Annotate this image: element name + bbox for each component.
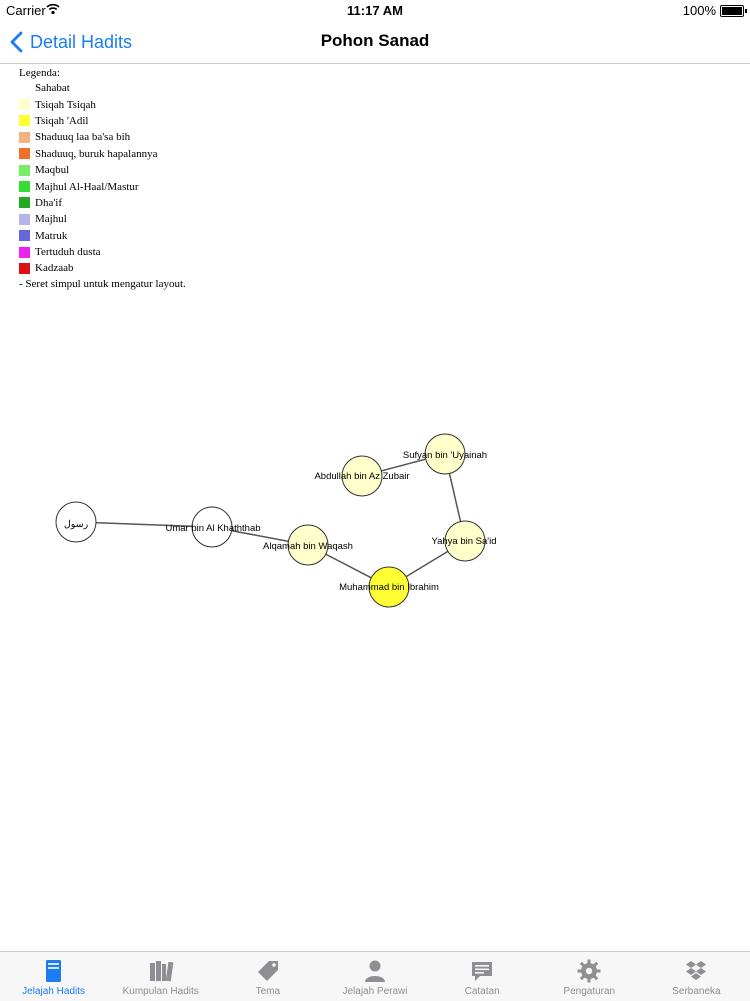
legend-label: Majhul xyxy=(35,213,67,226)
tab-label: Kumpulan Hadits xyxy=(122,986,199,997)
graph-node-label: Muhammad bin Ibrahim xyxy=(339,582,439,593)
legend-swatch xyxy=(19,262,30,274)
legend-item: Dha'if xyxy=(19,195,186,211)
legend-item: Sahabat xyxy=(19,80,186,96)
legend-label: Tsiqah 'Adil xyxy=(35,114,89,127)
legend-label: Shaduuq laa ba'sa bih xyxy=(35,131,131,144)
tab-jelajah-hadits[interactable]: Jelajah Hadits xyxy=(0,952,107,1001)
tab-jelajah-perawi[interactable]: Jelajah Perawi xyxy=(321,952,428,1001)
legend-swatch xyxy=(19,246,30,258)
graph-node-circle[interactable] xyxy=(341,455,383,497)
carrier-label: Carrier xyxy=(6,3,46,18)
legend-swatch xyxy=(19,82,30,94)
tab-label: Jelajah Perawi xyxy=(342,986,408,997)
graph-node[interactable]: Alqamah bin Waqash xyxy=(263,524,353,566)
legend-swatch xyxy=(19,131,30,143)
graph-edge xyxy=(75,521,213,528)
books-icon xyxy=(148,958,174,984)
tab-bar: Jelajah Hadits Kumpulan Hadits Tema Jelajah… xyxy=(0,951,750,1001)
legend-label: Shaduuq, buruk hapalannya xyxy=(35,147,158,160)
clock: 11:17 AM xyxy=(347,3,403,18)
back-button-label: Detail Hadits xyxy=(30,31,133,52)
graph-node-label: Yahya bin Sa'id xyxy=(431,536,496,547)
graph-node-circle[interactable] xyxy=(444,520,486,562)
legend-item: Majhul xyxy=(19,211,186,227)
legend-item: Matruk xyxy=(19,228,186,244)
legend-label: Maqbul xyxy=(35,164,70,177)
legend-label: Kadzaab xyxy=(35,262,74,275)
legend-note: - Seret simpul untuk mengatur layout. xyxy=(19,277,186,290)
graph-node[interactable]: Yahya bin Sa'id xyxy=(431,520,497,562)
person-icon xyxy=(364,958,386,984)
legend-label: Dha'if xyxy=(35,196,63,209)
legend-item: Majhul Al-Haal/Mastur xyxy=(19,178,186,194)
legend-item: Tertuduh dusta xyxy=(19,244,186,260)
legend-label: Majhul Al-Haal/Mastur xyxy=(35,180,139,193)
legend-swatch xyxy=(19,197,30,209)
tab-label: Jelajah Hadits xyxy=(22,986,85,997)
legend-swatch xyxy=(19,115,30,127)
tab-label: Serbaneka xyxy=(672,986,721,997)
tab-catatan[interactable]: Catatan xyxy=(429,952,536,1001)
legend-label: Tsiqah Tsiqah xyxy=(35,98,96,111)
legend-label: Tertuduh dusta xyxy=(35,246,101,259)
legend-item: Shaduuq laa ba'sa bih xyxy=(19,129,186,145)
graph-node-circle[interactable] xyxy=(55,501,97,543)
graph-node[interactable]: Muhammad bin Ibrahim xyxy=(339,566,439,608)
wifi-icon xyxy=(46,3,60,18)
legend-item: Kadzaab xyxy=(19,260,186,276)
legend-swatch xyxy=(19,164,30,176)
book-icon xyxy=(43,958,65,984)
battery-percent: 100% xyxy=(682,3,716,18)
legend-swatch xyxy=(19,99,30,111)
graph-node-label: Alqamah bin Waqash xyxy=(263,541,353,552)
legend-label: Sahabat xyxy=(35,82,70,95)
legend-label: Matruk xyxy=(35,229,68,242)
tab-label: Catatan xyxy=(464,986,500,997)
graph-node[interactable]: Sufyan bin 'Uyainah xyxy=(403,433,487,475)
tab-kumpulan-hadits[interactable]: Kumpulan Hadits xyxy=(107,952,214,1001)
back-button[interactable]: Detail Hadits xyxy=(10,29,132,55)
legend-swatch xyxy=(19,213,30,225)
chevron-left-icon xyxy=(10,29,30,55)
tab-serbaneka[interactable]: Serbaneka xyxy=(643,952,750,1001)
dropbox-icon xyxy=(684,958,708,984)
legend-swatch xyxy=(19,230,30,242)
tab-label: Pengaturan xyxy=(563,986,616,997)
note-icon xyxy=(470,958,494,984)
graph-node-circle[interactable] xyxy=(368,566,410,608)
graph-node[interactable]: رسول xyxy=(55,501,97,543)
graph-node-circle[interactable] xyxy=(191,506,233,548)
tab-tema[interactable]: Tema xyxy=(214,952,321,1001)
tag-icon xyxy=(256,958,280,984)
graph-node[interactable]: Umar bin Al Khaththab xyxy=(165,506,261,548)
graph-node-circle[interactable] xyxy=(424,433,466,475)
graph-node-circle[interactable] xyxy=(287,524,329,566)
graph-node-label: رسول xyxy=(64,519,89,530)
tab-pengaturan[interactable]: Pengaturan xyxy=(536,952,643,1001)
legend-item: Tsiqah 'Adil xyxy=(19,113,186,129)
legend-item: Tsiqah Tsiqah xyxy=(19,96,186,112)
graph-node-label: Sufyan bin 'Uyainah xyxy=(403,450,487,461)
graph-node[interactable]: Abdullah bin Az Zubair xyxy=(314,455,410,497)
legend-swatch xyxy=(19,148,30,160)
graph-node-label: Umar bin Al Khaththab xyxy=(165,523,260,534)
graph-node-label: Abdullah bin Az Zubair xyxy=(314,471,409,482)
battery-icon xyxy=(720,5,747,17)
legend-title: Legenda: xyxy=(19,67,60,79)
legend-item: Maqbul xyxy=(19,162,186,178)
status-bar: Carrier 11:17 AM 100% xyxy=(0,0,750,22)
legend-item: Shaduuq, buruk hapalannya xyxy=(19,146,186,162)
legend-swatch xyxy=(19,181,30,193)
tab-label: Tema xyxy=(255,986,281,997)
gear-icon xyxy=(577,958,601,984)
